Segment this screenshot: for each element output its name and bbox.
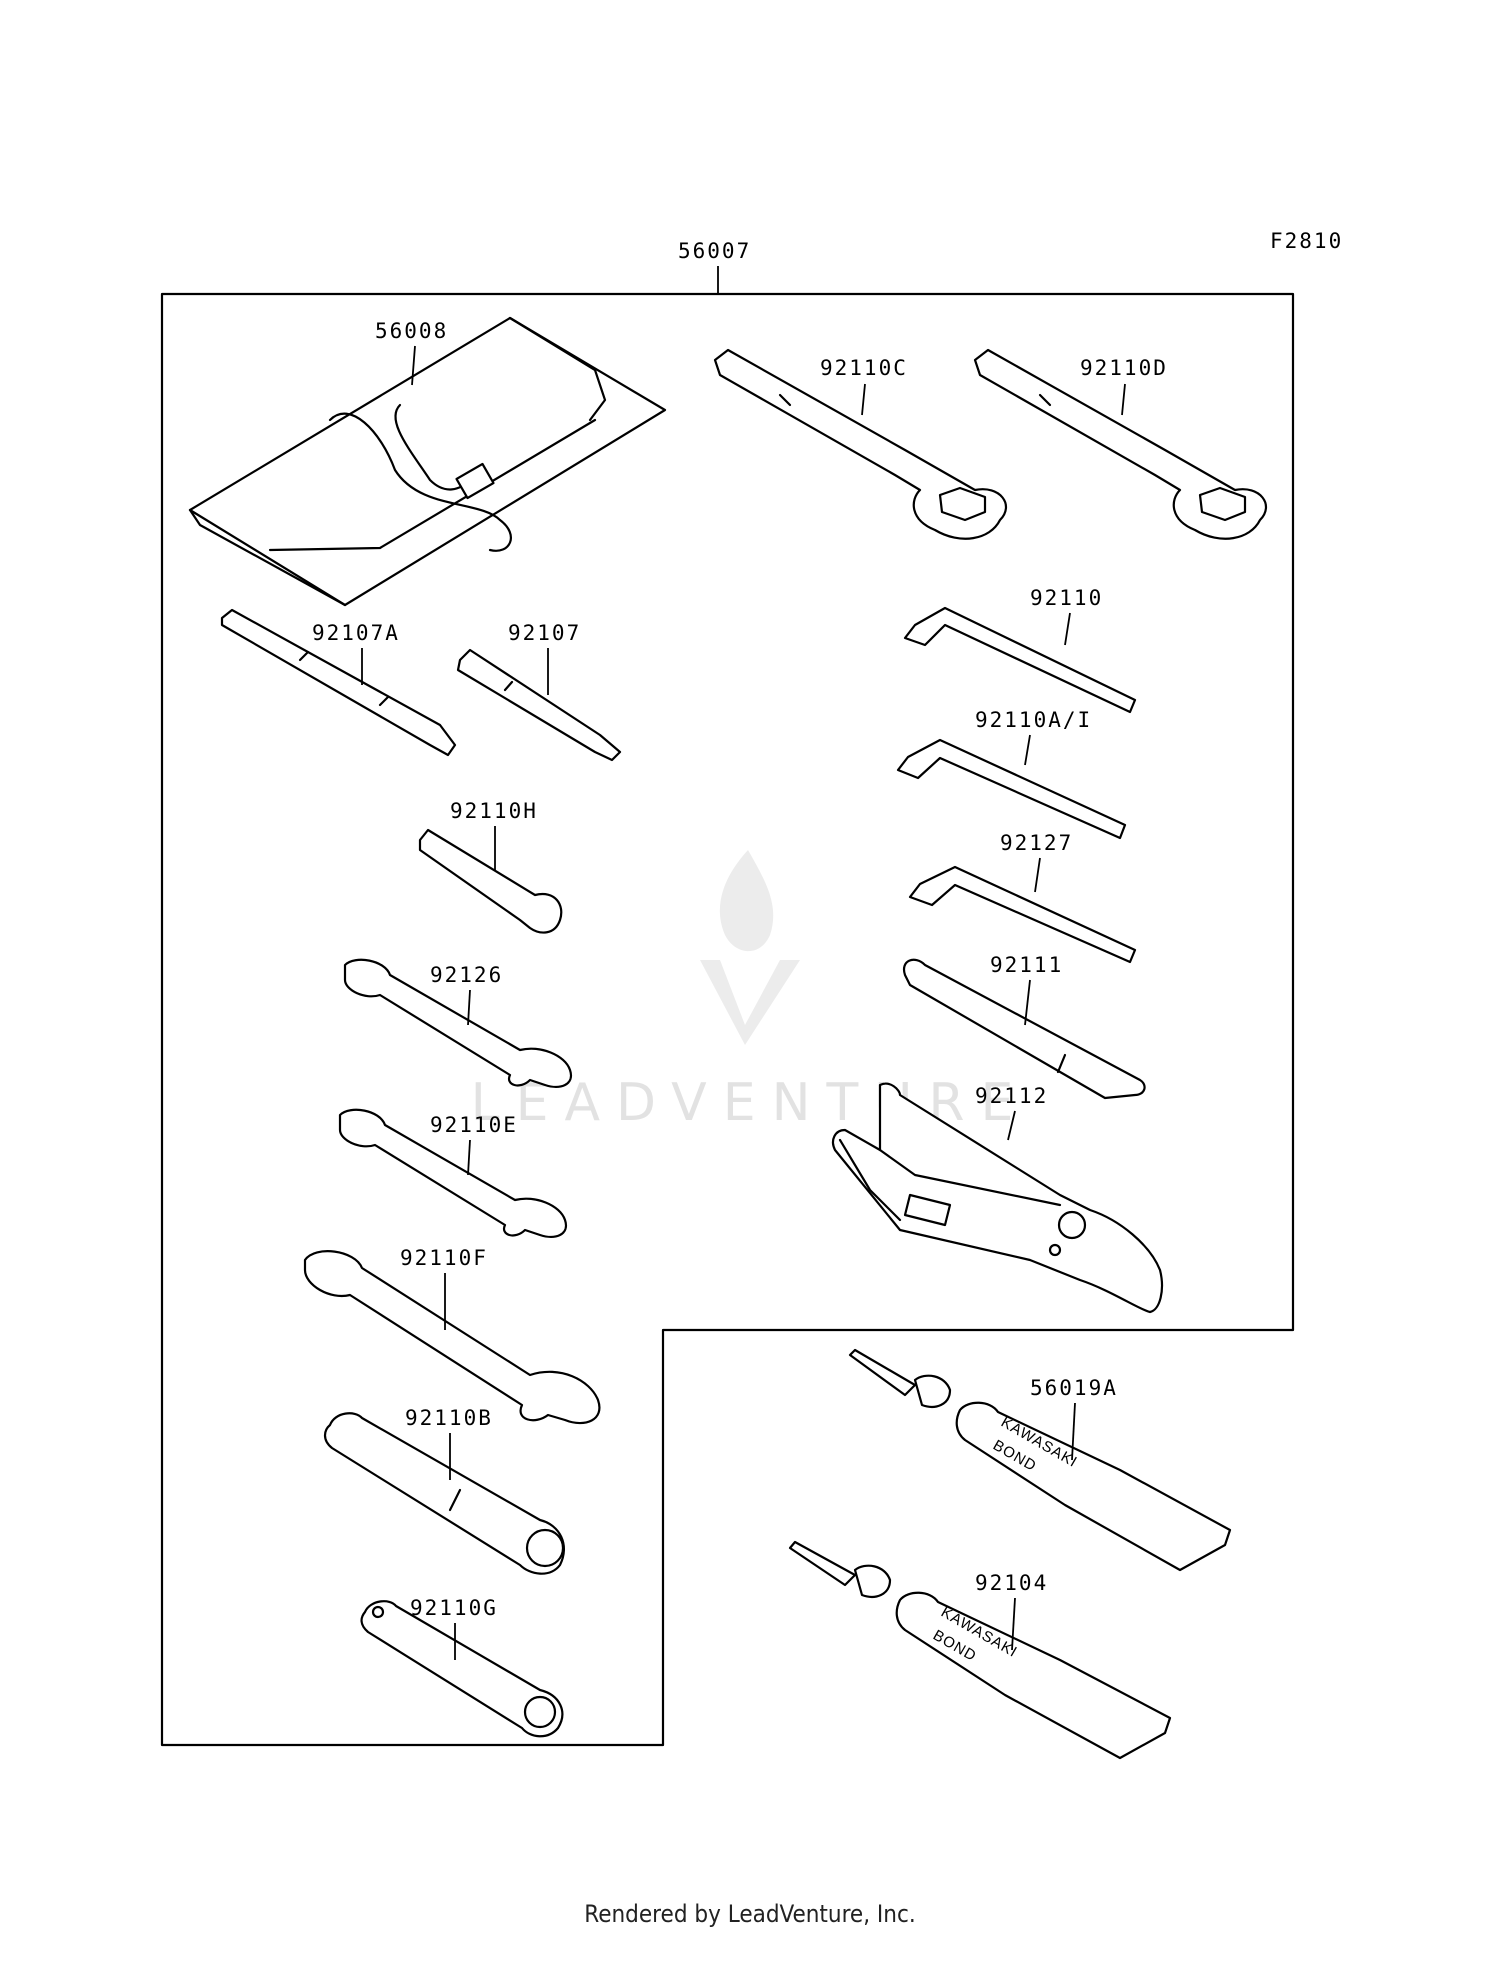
kit-label: 56007 <box>678 239 751 263</box>
part-label-92110E: 92110E <box>430 1113 518 1137</box>
kit-boundary <box>160 292 1295 1747</box>
footer-credit: Rendered by LeadVenture, Inc. <box>584 1900 916 1928</box>
part-label-56008: 56008 <box>375 319 448 343</box>
part-label-92110: 92110 <box>1030 586 1103 610</box>
hex-key-92127 <box>908 865 1137 964</box>
hex-key-92110 <box>903 606 1137 714</box>
drift-92111 <box>902 958 1146 1100</box>
screwdriver-92107 <box>456 648 622 762</box>
part-label-92126: 92126 <box>430 963 503 987</box>
part-label-92107: 92107 <box>508 621 581 645</box>
part-label-92112: 92112 <box>975 1084 1048 1108</box>
spanner-92110H <box>418 828 563 934</box>
box-spanner-92110G <box>360 1600 564 1738</box>
part-label-92110D: 92110D <box>1080 356 1168 380</box>
part-label-92107A: 92107A <box>312 621 400 645</box>
part-label-92127: 92127 <box>1000 831 1073 855</box>
part-label-92110F: 92110F <box>400 1246 488 1270</box>
pliers-92112 <box>831 1082 1164 1314</box>
part-label-92110B: 92110B <box>405 1406 493 1430</box>
spanner-92110F <box>303 1250 601 1425</box>
spanner-92126 <box>343 958 573 1088</box>
part-label-92110H: 92110H <box>450 799 538 823</box>
figure-code: F2810 <box>1270 229 1343 253</box>
spanner-92110E <box>338 1108 568 1238</box>
part-label-92110G: 92110G <box>410 1596 498 1620</box>
tool-pouch-56008 <box>188 316 667 607</box>
part-label-92111: 92111 <box>990 953 1063 977</box>
part-label-92110C: 92110C <box>820 356 908 380</box>
part-label-92104: 92104 <box>975 1571 1048 1595</box>
screwdriver-92107A <box>220 608 457 757</box>
part-label-92110AI: 92110A/I <box>975 708 1092 732</box>
hex-key-92110AI <box>896 738 1127 840</box>
ring-spanner-92110D <box>973 348 1267 540</box>
box-spanner-92110B <box>323 1412 565 1575</box>
ring-spanner-92110C <box>713 348 1007 540</box>
part-label-56019A: 56019A <box>1030 1376 1118 1400</box>
